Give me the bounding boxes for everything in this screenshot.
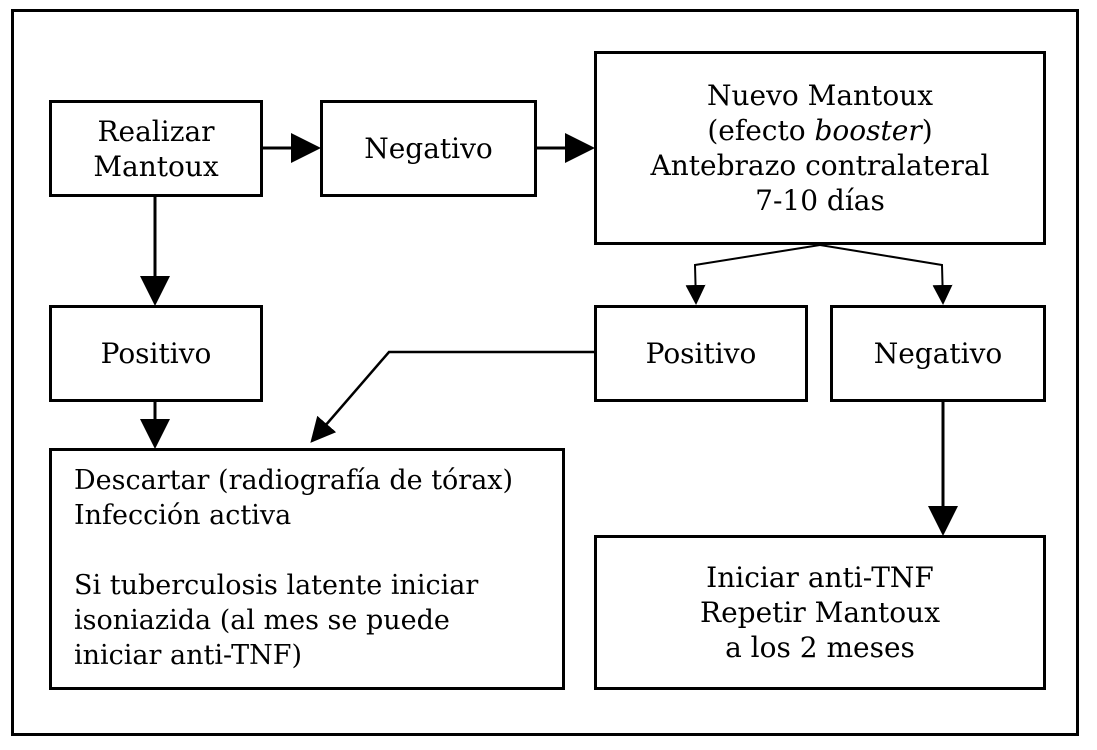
node-text-line: a los 2 meses — [725, 631, 915, 664]
node-text-line: isoniazida (al mes se puede — [74, 605, 450, 636]
node-text-line: Descartar (radiografía de tórax) — [74, 465, 514, 496]
node-iniciar-anti-tnf: Iniciar anti-TNF Repetir Mantoux a los 2… — [594, 535, 1046, 690]
arrow-nuevo-mantoux-to-negativo — [819, 244, 953, 305]
node-realizar-mantoux: Realizar Mantoux — [49, 100, 263, 197]
node-text-line: Infección activa — [74, 500, 292, 531]
node-nuevo-mantoux: Nuevo Mantoux (efecto booster) Antebrazo… — [594, 51, 1046, 245]
node-positivo-first: Positivo — [49, 305, 263, 402]
node-negativo-first: Negativo — [320, 100, 537, 197]
node-text-line: iniciar anti-TNF) — [74, 640, 303, 671]
node-text-spacer — [74, 533, 513, 568]
node-text-line: Mantoux — [93, 149, 219, 183]
node-negativo-second: Negativo — [830, 305, 1046, 402]
node-text-line: Positivo — [100, 337, 212, 370]
node-text-line: Negativo — [873, 337, 1003, 370]
booster-prefix: (efecto — [707, 114, 815, 147]
diagram-frame — [11, 9, 1079, 736]
node-text-line: Repetir Mantoux — [700, 596, 940, 629]
booster-term: booster — [814, 114, 922, 147]
node-text-line: Negativo — [364, 132, 493, 165]
node-text-line: 7-10 días — [755, 184, 885, 217]
booster-suffix: ) — [921, 114, 933, 147]
node-text-line-booster: (efecto booster) — [651, 113, 990, 148]
node-text-line: Antebrazo contralateral — [650, 149, 990, 182]
node-descartar-infeccion: Descartar (radiografía de tórax) Infecci… — [49, 448, 565, 690]
node-text-line: Positivo — [645, 337, 757, 370]
node-positivo-second: Positivo — [594, 305, 808, 402]
arrow-positivo-to-descartar-diagonal — [310, 350, 595, 443]
node-text-line: Si tuberculosis latente iniciar — [74, 570, 479, 601]
node-text-line: Nuevo Mantoux — [706, 79, 933, 112]
arrow-nuevo-mantoux-to-positivo — [685, 244, 821, 305]
node-text-line: Realizar — [97, 114, 215, 148]
node-text-line: Iniciar anti-TNF — [706, 561, 934, 594]
